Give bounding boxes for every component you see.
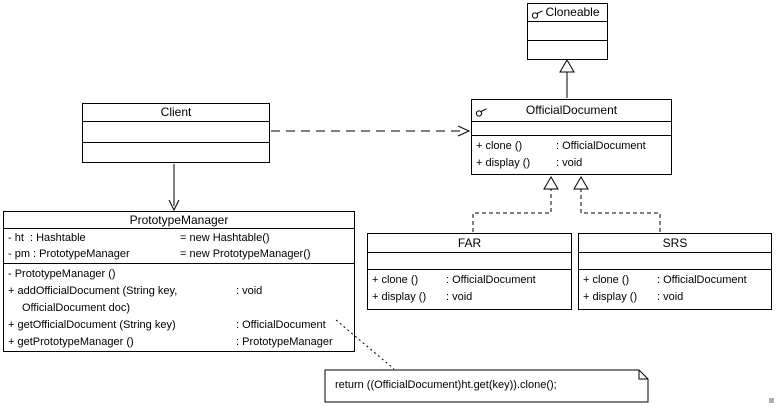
attributes-compartment — [579, 253, 771, 270]
corner-artifact — [769, 398, 774, 403]
method-signature: + display () — [583, 291, 638, 303]
method-row: - PrototypeManager () — [4, 266, 354, 283]
attribute-default: = new Hashtable() — [180, 232, 270, 244]
class-name: OfficialDocument — [525, 103, 618, 117]
class-client[interactable]: Client — [82, 103, 270, 163]
attributes-compartment — [368, 253, 571, 270]
class-name: PrototypeManager — [129, 213, 229, 227]
class-title-bar: Cloneable — [528, 4, 607, 22]
method-signature: + clone () — [372, 274, 419, 286]
class-prototypemanager[interactable]: PrototypeManager - ht : Hashtable = new … — [3, 211, 355, 352]
method-row-continuation: OfficialDocument doc) — [4, 300, 354, 317]
class-title-bar: FAR — [368, 234, 571, 253]
uml-note[interactable]: return ((OfficialDocument)ht.get(key)).c… — [325, 370, 648, 402]
class-far[interactable]: FAR + clone () : OfficialDocument + disp… — [367, 233, 572, 310]
method-row: + display () : void — [472, 155, 671, 172]
interface-icon — [531, 7, 544, 21]
note-code-text: return ((OfficialDocument)ht.get(key)).c… — [335, 379, 557, 391]
methods-compartment: + clone () : OfficialDocument + display … — [472, 136, 671, 172]
method-signature: + clone () — [476, 140, 523, 152]
methods-compartment — [528, 41, 607, 58]
method-return-type: : OfficialDocument — [236, 319, 326, 331]
method-return-type: : void — [446, 291, 473, 303]
method-signature: - PrototypeManager () — [8, 268, 116, 280]
method-signature: + getPrototypeManager () — [8, 336, 134, 348]
method-signature: + clone () — [583, 274, 630, 286]
method-return-type: : void — [236, 285, 263, 297]
attribute-row: - ht : Hashtable = new Hashtable() — [4, 230, 354, 246]
class-name: Cloneable — [545, 5, 600, 19]
class-name: Client — [160, 105, 192, 119]
attribute-name: - pm : PrototypeManager — [8, 248, 130, 260]
method-signature: + addOfficialDocument (String key, — [8, 285, 178, 297]
method-row: + getPrototypeManager () : PrototypeMana… — [4, 334, 354, 351]
method-row: + clone () : OfficialDocument — [368, 272, 571, 289]
generalization-officialdocument-cloneable[interactable] — [559, 59, 575, 98]
class-cloneable[interactable]: Cloneable — [527, 3, 608, 60]
method-row: + display () : void — [368, 289, 571, 306]
method-return-type: : OfficialDocument — [446, 274, 536, 286]
method-return-type: : void — [657, 291, 684, 303]
method-signature: + getOfficialDocument (String key) — [8, 319, 176, 331]
attributes-compartment: - ht : Hashtable = new Hashtable() - pm … — [4, 229, 354, 264]
method-return-type: : OfficialDocument — [657, 274, 747, 286]
interface-icon — [475, 103, 488, 121]
dependency-client-officialdocument[interactable] — [271, 125, 471, 137]
method-row: + display () : void — [579, 289, 771, 306]
methods-compartment: + clone () : OfficialDocument + display … — [368, 270, 571, 306]
method-row: + clone () : OfficialDocument — [472, 138, 671, 155]
method-return-type: : OfficialDocument — [556, 140, 646, 152]
method-signature: + display () — [476, 157, 531, 169]
method-return-type: : void — [556, 157, 583, 169]
method-signature: OfficialDocument doc) — [22, 302, 131, 314]
class-name: FAR — [457, 236, 482, 250]
method-row: + clone () : OfficialDocument — [579, 272, 771, 289]
realization-srs-officialdocument[interactable] — [573, 176, 661, 232]
class-srs[interactable]: SRS + clone () : OfficialDocument + disp… — [578, 233, 772, 310]
attribute-default: = new PrototypeManager() — [180, 248, 311, 260]
method-return-type: : PrototypeManager — [236, 336, 333, 348]
realization-far-officialdocument[interactable] — [472, 176, 559, 232]
attribute-name: - ht : Hashtable — [8, 232, 86, 244]
class-officialdocument[interactable]: OfficialDocument + clone () : OfficialDo… — [471, 99, 672, 175]
class-title-bar: Client — [83, 104, 269, 122]
attributes-compartment — [472, 122, 671, 136]
methods-compartment: + clone () : OfficialDocument + display … — [579, 270, 771, 306]
attributes-compartment — [83, 122, 269, 143]
attributes-compartment — [528, 22, 607, 41]
attribute-row: - pm : PrototypeManager = new PrototypeM… — [4, 246, 354, 262]
class-title-bar: OfficialDocument — [472, 100, 671, 122]
class-title-bar: SRS — [579, 234, 771, 253]
method-row: + addOfficialDocument (String key, : voi… — [4, 283, 354, 300]
method-signature: + display () — [372, 291, 427, 303]
methods-compartment: - PrototypeManager () + addOfficialDocum… — [4, 264, 354, 351]
class-name: SRS — [662, 236, 688, 250]
method-row: + getOfficialDocument (String key) : Off… — [4, 317, 354, 334]
class-title-bar: PrototypeManager — [4, 212, 354, 229]
methods-compartment — [83, 143, 269, 161]
association-client-prototypemanager[interactable] — [168, 164, 180, 212]
